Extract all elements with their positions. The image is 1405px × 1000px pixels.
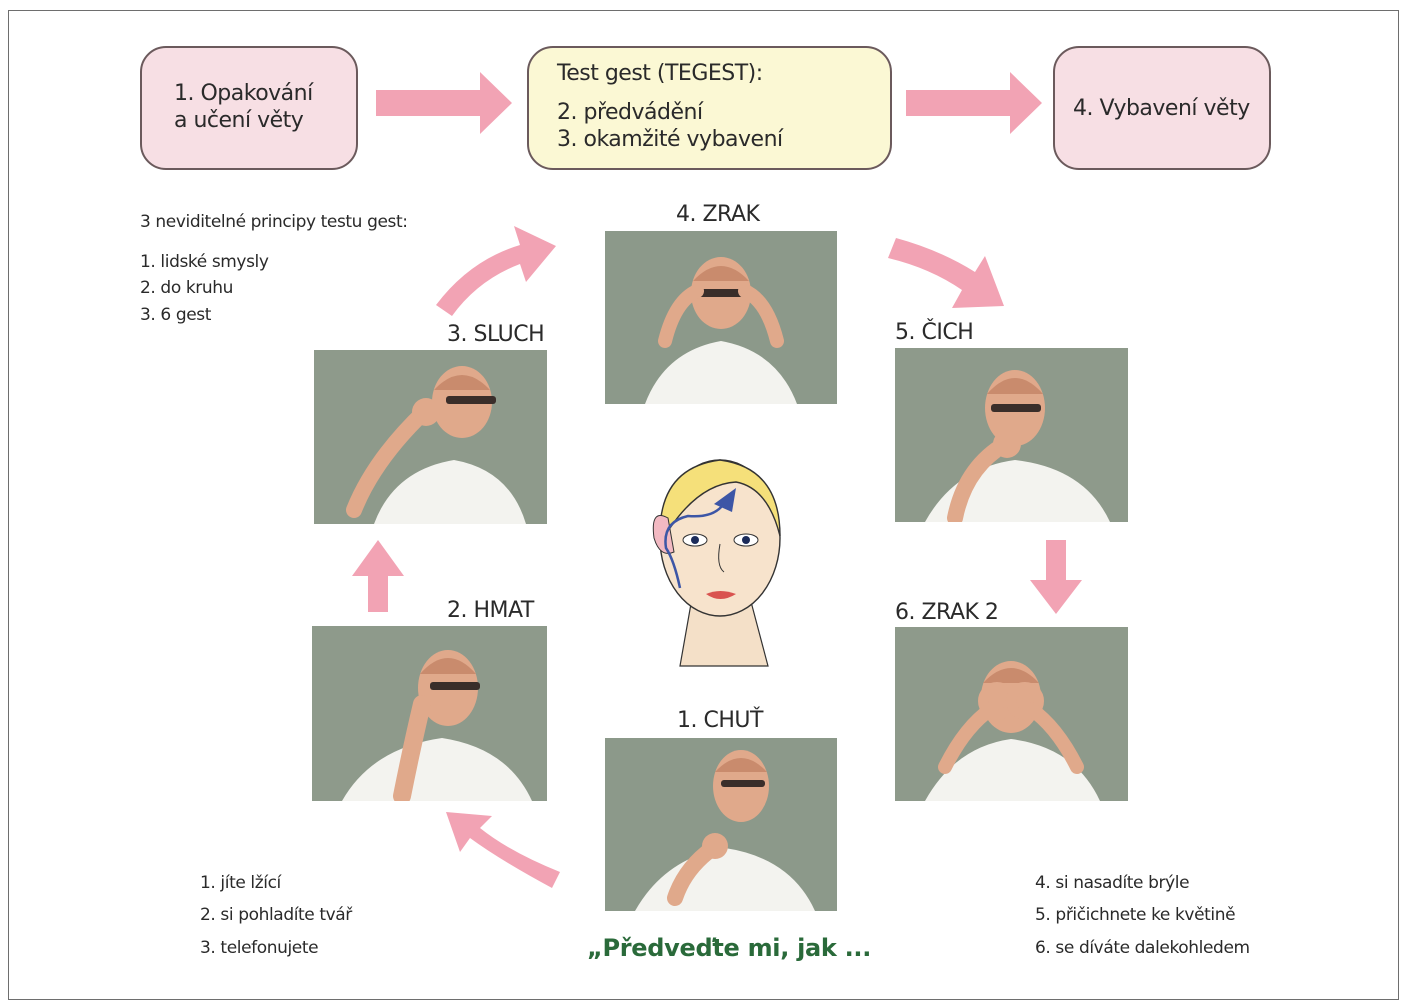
right-list-item: 4. si nasadíte brýle — [1035, 873, 1190, 893]
head-illustration — [652, 459, 781, 667]
principle-item: 2. do kruhu — [140, 278, 233, 298]
step2-title: Test gest (TEGEST): — [557, 61, 763, 86]
step1-line1: 1. Opakování — [174, 81, 313, 106]
photo-sight — [605, 231, 837, 404]
photo-smell — [895, 348, 1128, 522]
step2-box: Test gest (TEGEST): 2. předvádění 3. oka… — [527, 46, 892, 170]
left-list-item: 3. telefonujete — [200, 938, 319, 958]
principle-item: 1. lidské smysly — [140, 252, 269, 272]
label-touch: 2. HMAT — [447, 598, 534, 623]
label-smell: 5. ČICH — [895, 320, 974, 345]
left-list-item: 1. jíte lžící — [200, 873, 281, 893]
step4-box: 4. Vybavení věty — [1053, 46, 1271, 170]
label-taste: 1. CHUŤ — [677, 708, 763, 733]
right-list-item: 6. se díváte dalekohledem — [1035, 938, 1250, 958]
principles-heading: 3 neviditelné principy testu gest: — [140, 212, 408, 232]
step1-line2: a učení věty — [174, 108, 304, 133]
photo-hearing — [314, 350, 547, 524]
step1-box: 1. Opakování a učení věty — [140, 46, 358, 170]
label-sight2: 6. ZRAK 2 — [895, 600, 999, 625]
step4-label: 4. Vybavení věty — [1073, 96, 1250, 121]
step2-line2: 3. okamžité vybavení — [557, 127, 783, 152]
label-sight: 4. ZRAK — [676, 202, 760, 227]
photo-touch — [312, 626, 547, 801]
step2-line1: 2. předvádění — [557, 100, 703, 125]
photo-taste — [605, 738, 837, 911]
label-hearing: 3. SLUCH — [447, 322, 545, 347]
right-list-item: 5. přičichnete ke květině — [1035, 905, 1236, 925]
left-list-item: 2. si pohladíte tvář — [200, 905, 352, 925]
photo-sight2 — [895, 627, 1128, 801]
prompt-text: „Předveďte mi, jak ... — [587, 934, 872, 962]
principle-item: 3. 6 gest — [140, 305, 212, 325]
